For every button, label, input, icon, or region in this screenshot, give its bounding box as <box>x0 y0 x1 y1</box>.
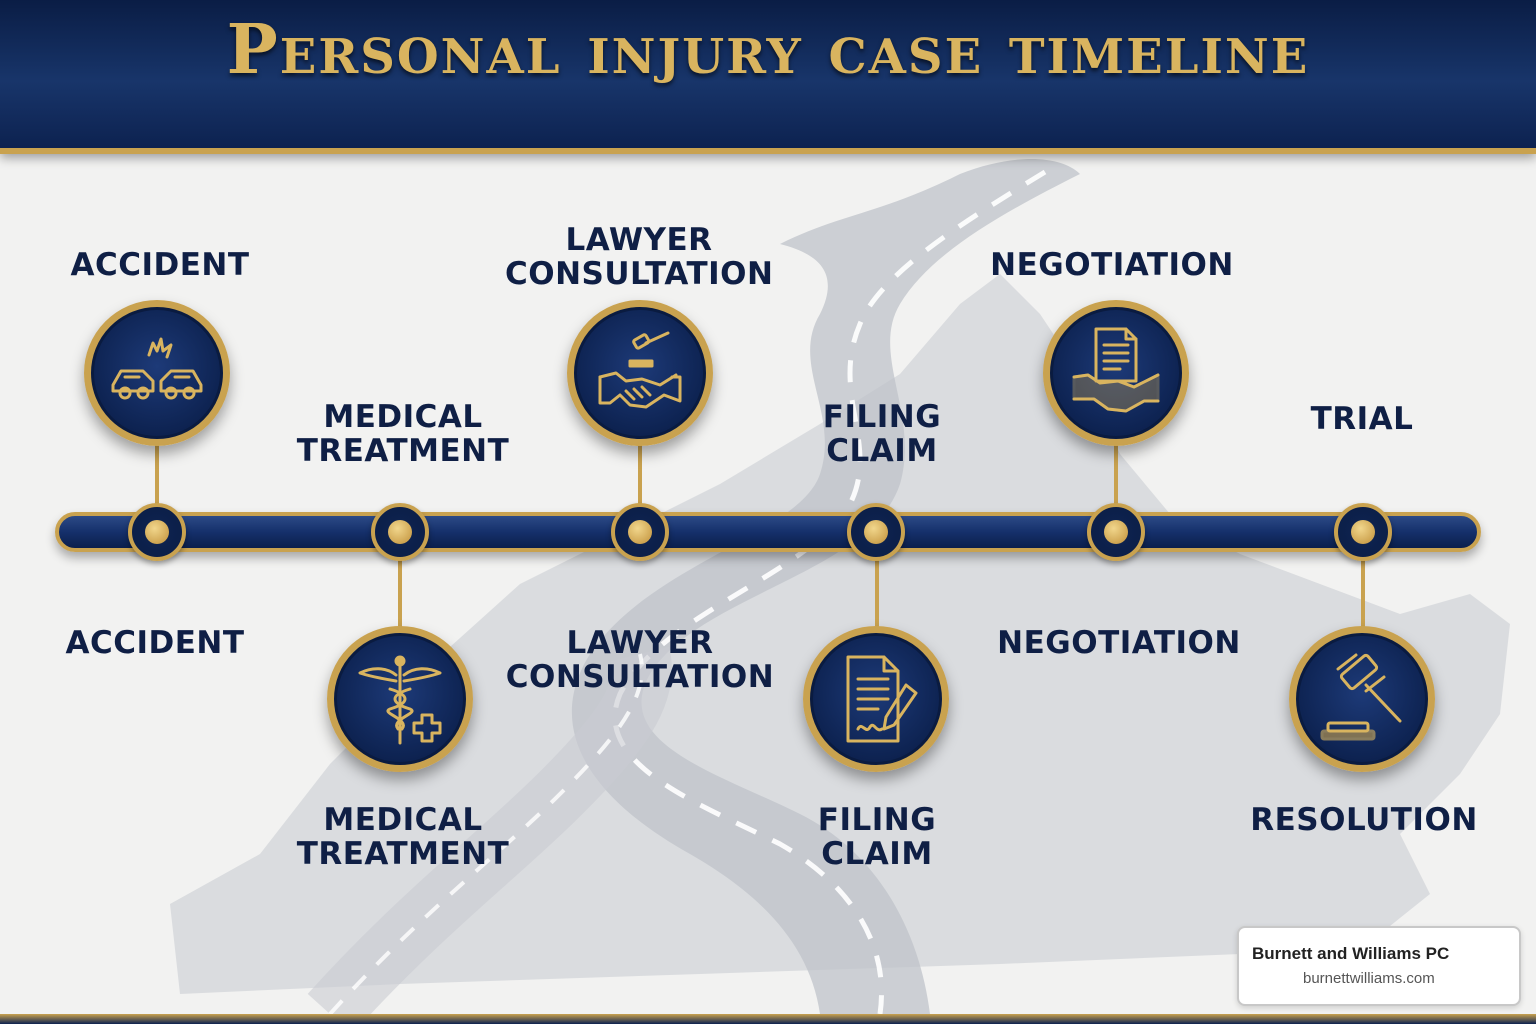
firm-name: Burnett and Williams PC <box>1252 944 1450 963</box>
page-title: Personal injury case timeline <box>226 10 1310 90</box>
caduceus-icon <box>358 655 442 745</box>
top-label-negotiation: NEGOTIATION <box>990 247 1234 283</box>
firm-card: Burnett and Williams PC burnettwilliams.… <box>1237 926 1521 1006</box>
timeline-node-trial <box>1334 503 1392 561</box>
timeline-node-accident <box>128 503 186 561</box>
timeline-bar <box>55 512 1481 552</box>
bottom-label-medical-treatment: MEDICAL TREATMENT <box>296 802 510 872</box>
bottom-label-lawyer-consultation: LAWYER CONSULTATION <box>505 625 775 695</box>
top-label-medical-treatment: MEDICAL TREATMENT <box>296 399 510 469</box>
medallion-negotiation <box>1043 300 1189 446</box>
header-banner: Personal injury case timeline <box>0 0 1536 154</box>
stem-resolution <box>1361 552 1365 630</box>
bottom-label-resolution: RESOLUTION <box>1250 802 1478 838</box>
bottom-label-accident: ACCIDENT <box>65 625 245 661</box>
firm-url[interactable]: burnettwilliams.com <box>1303 970 1435 987</box>
footer-line <box>0 1014 1536 1024</box>
stem-accident <box>155 440 159 512</box>
stem-negotiation <box>1114 440 1118 512</box>
medallion-lawyer-consultation <box>567 300 713 446</box>
medallion-medical-treatment <box>327 626 473 772</box>
gavel-handshake-icon <box>598 331 682 409</box>
medallion-accident <box>84 300 230 446</box>
timeline-node-lawyer <box>611 503 669 561</box>
top-label-trial: TRIAL <box>1310 401 1414 437</box>
bottom-label-negotiation: NEGOTIATION <box>997 625 1241 661</box>
medallion-filing-claim <box>803 626 949 772</box>
contract-handshake-icon <box>1072 327 1160 413</box>
car-crash-icon <box>111 337 203 400</box>
timeline-node-medical <box>371 503 429 561</box>
medallion-resolution <box>1289 626 1435 772</box>
timeline-node-negotiation <box>1087 503 1145 561</box>
document-signature-icon <box>846 655 918 743</box>
stem-medical <box>398 552 402 630</box>
gavel-icon <box>1320 653 1402 741</box>
top-label-filing-claim: FILING CLAIM <box>822 399 942 469</box>
bottom-label-filing-claim: FILING CLAIM <box>817 802 937 872</box>
top-label-accident: ACCIDENT <box>70 247 250 283</box>
top-label-lawyer-consultation: LAWYER CONSULTATION <box>505 222 774 292</box>
timeline-node-filing <box>847 503 905 561</box>
stem-lawyer <box>638 440 642 512</box>
stem-filing <box>875 552 879 630</box>
